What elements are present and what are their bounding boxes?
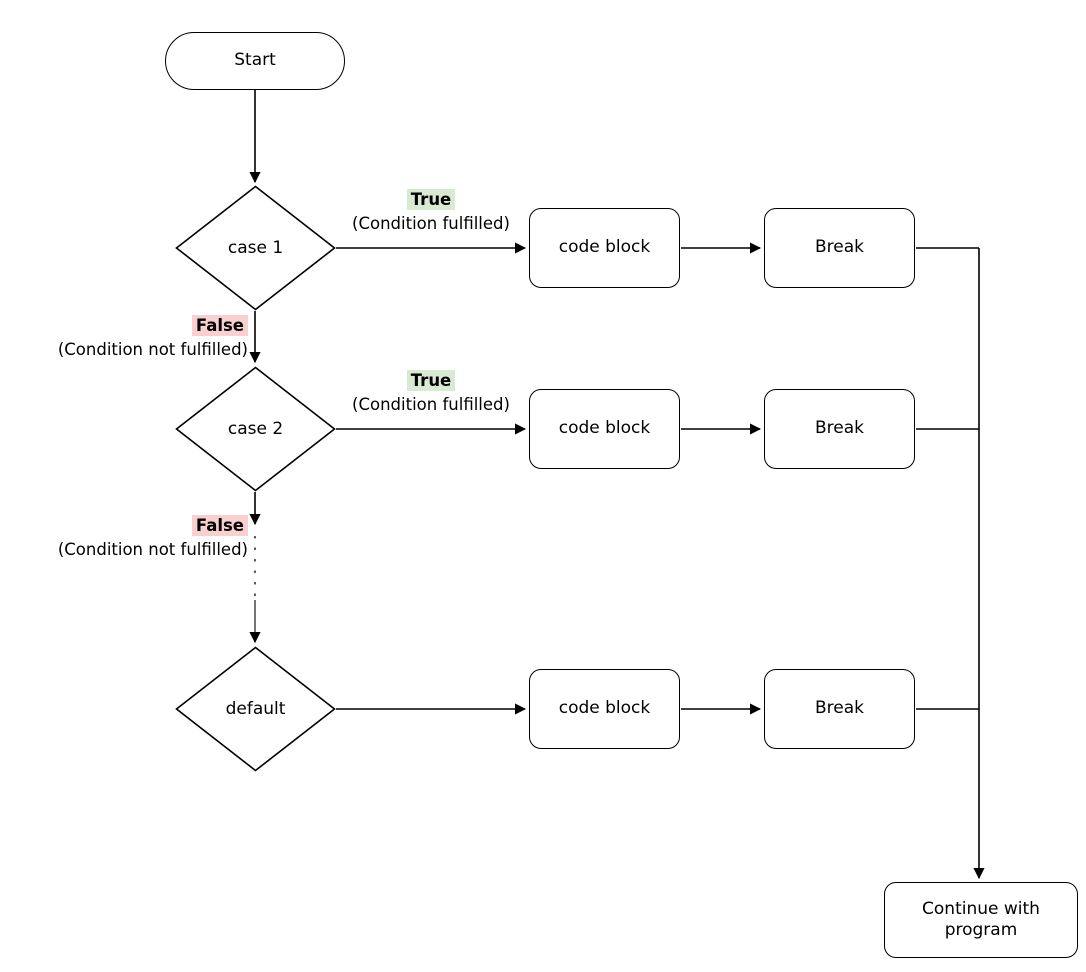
edge-label-case2-false-tag: False — [191, 515, 248, 536]
node-code-block-2[interactable]: code block — [529, 389, 680, 469]
diamond-shape-default — [175, 646, 336, 772]
node-break-1-label: Break — [815, 237, 864, 258]
edge-label-case2-false-sub: (Condition not fulfilled) — [57, 539, 248, 559]
node-break-2[interactable]: Break — [764, 389, 915, 469]
edge-label-case2-false: False (Condition not fulfilled) — [0, 514, 248, 562]
diamond-shape-case1 — [175, 185, 336, 311]
edge-label-case2-true: True (Condition fulfilled) — [338, 369, 524, 417]
node-start[interactable]: Start — [165, 32, 345, 90]
edge-label-case1-false-sub: (Condition not fulfilled) — [57, 339, 248, 359]
edge-label-case2-true-tag: True — [406, 370, 456, 391]
node-code-block-2-label: code block — [558, 418, 651, 439]
node-case2[interactable]: case 2 — [175, 366, 336, 492]
edge-label-case1-true-sub: (Condition fulfilled) — [352, 213, 510, 233]
node-break-3-label: Break — [815, 698, 864, 719]
edge-label-case1-false-tag: False — [191, 315, 248, 336]
edge-label-case1-true-tag: True — [406, 189, 456, 210]
node-default[interactable]: default — [175, 646, 336, 772]
edge-label-case2-true-sub: (Condition fulfilled) — [352, 394, 510, 414]
node-break-2-label: Break — [815, 418, 864, 439]
node-case1[interactable]: case 1 — [175, 185, 336, 311]
node-continue-with-program[interactable]: Continue with program — [884, 882, 1078, 958]
node-code-block-1-label: code block — [558, 237, 651, 258]
node-code-block-3[interactable]: code block — [529, 669, 680, 749]
node-continue-line-1: Continue with — [922, 898, 1040, 919]
node-continue-line-2: program — [944, 920, 1018, 940]
node-start-label: Start — [234, 50, 276, 71]
node-code-block-1[interactable]: code block — [529, 208, 680, 288]
edge-label-case1-true: True (Condition fulfilled) — [338, 188, 524, 236]
node-code-block-3-label: code block — [558, 698, 651, 719]
edge-label-case1-false: False (Condition not fulfilled) — [0, 314, 248, 362]
node-break-1[interactable]: Break — [764, 208, 915, 288]
node-break-3[interactable]: Break — [764, 669, 915, 749]
diamond-shape-case2 — [175, 366, 336, 492]
